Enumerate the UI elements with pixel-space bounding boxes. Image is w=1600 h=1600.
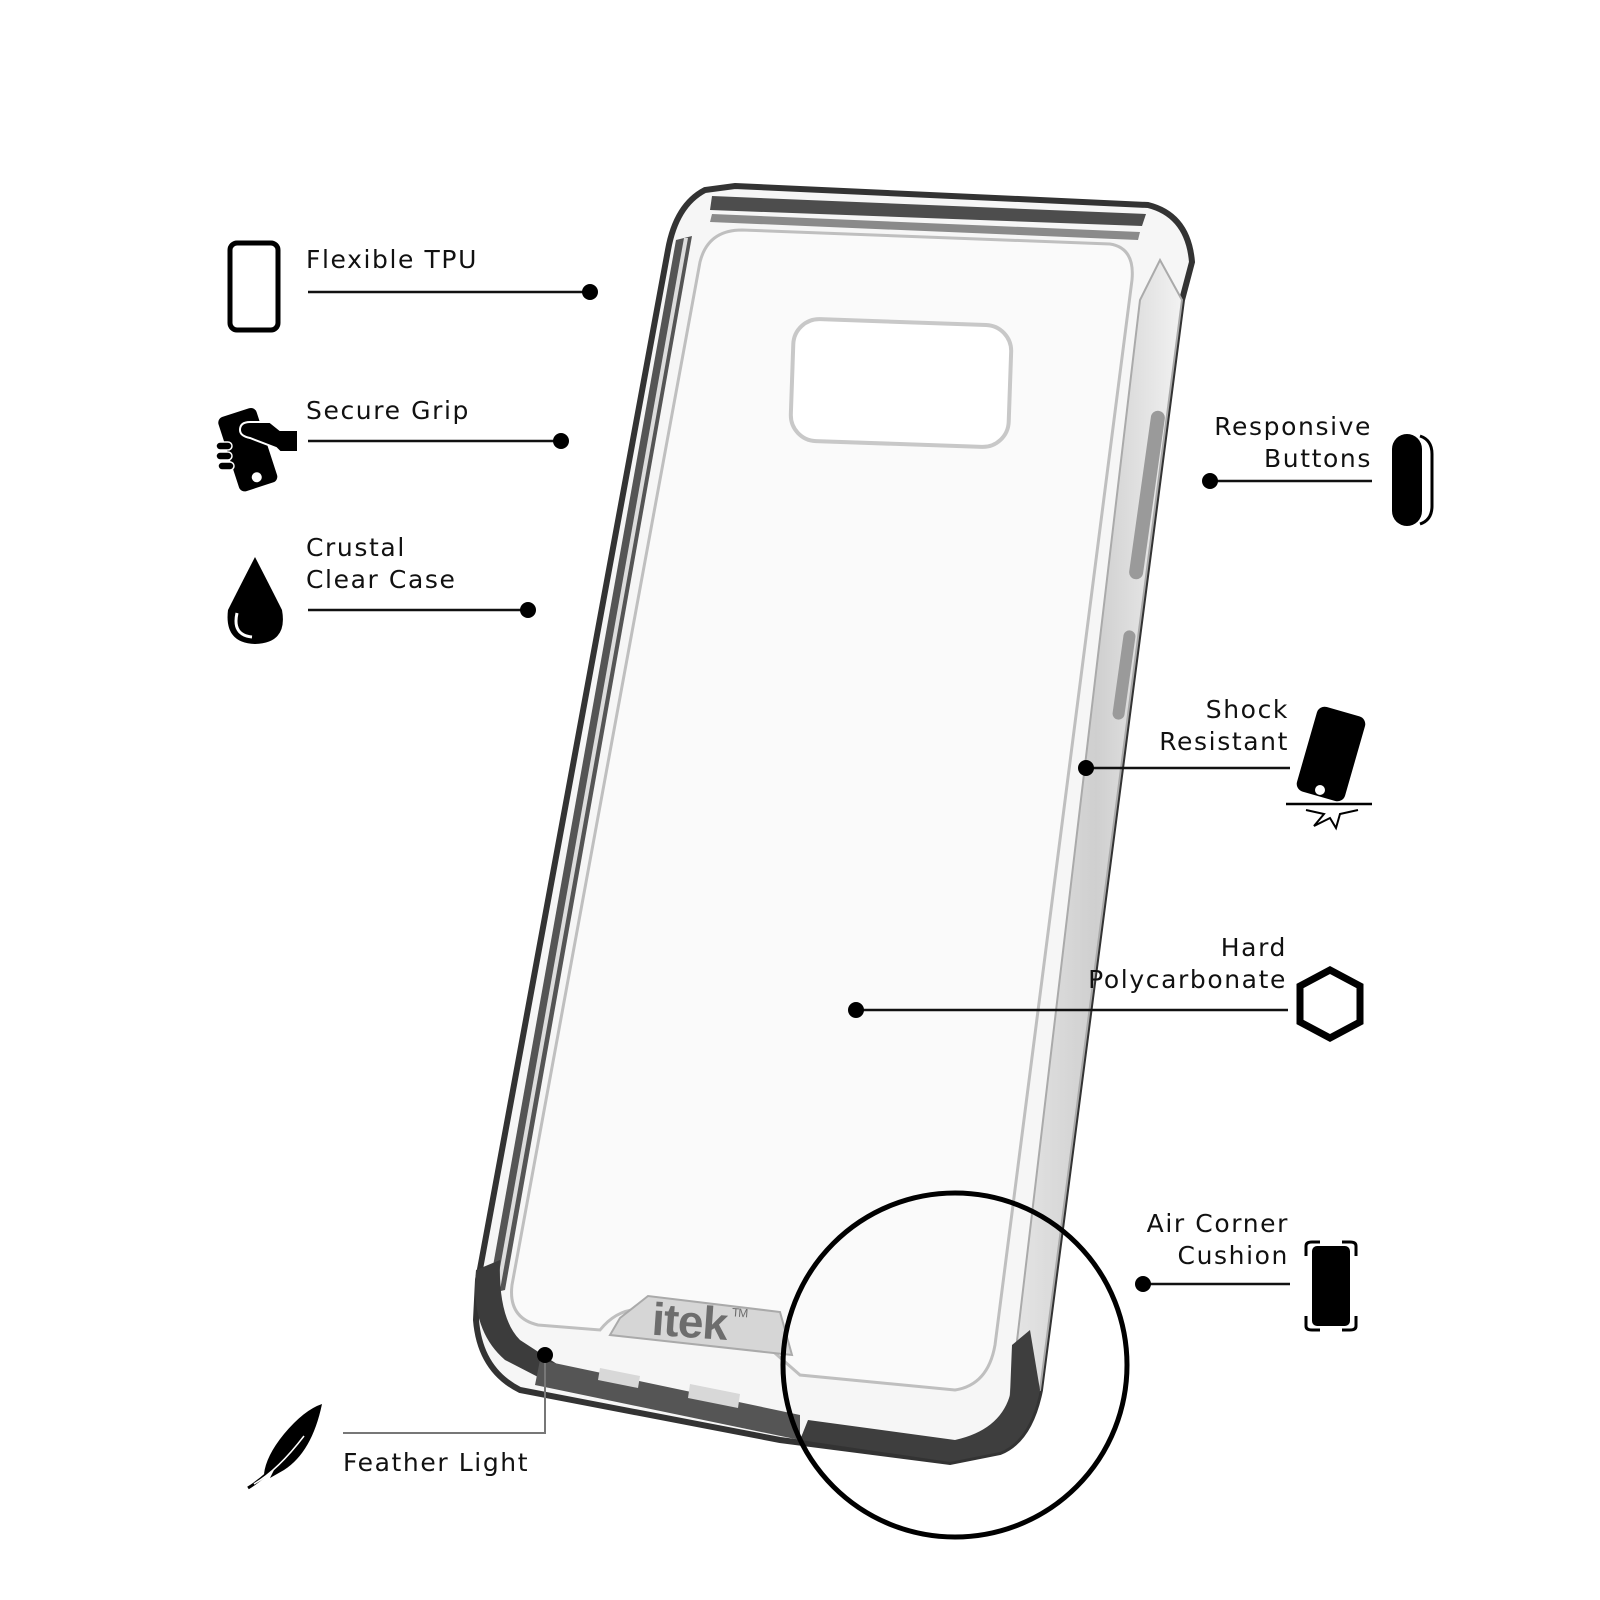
feature-label-line: Buttons [1264, 444, 1372, 473]
feature-label-line: Crustal [306, 533, 406, 562]
feature-label-line: Polycarbonate [1088, 965, 1287, 994]
feature-label: Hard Polycarbonate [1088, 932, 1287, 996]
feather-icon [247, 1404, 322, 1490]
hand-holding-phone-icon [215, 407, 299, 492]
hexagon-icon [1296, 966, 1364, 1042]
feature-label: Responsive Buttons [1214, 411, 1372, 475]
feature-label: Shock Resistant [1159, 694, 1289, 758]
dropped-phone-impact-icon [1286, 706, 1372, 831]
feature-label: Secure Grip [306, 395, 470, 427]
feature-label-line: Responsive [1214, 412, 1372, 441]
feature-label-line: Hard [1220, 933, 1287, 962]
feature-label: Crustal Clear Case [306, 532, 457, 596]
feature-label-line: Feather Light [343, 1448, 530, 1477]
feature-label-line: Cushion [1177, 1241, 1289, 1270]
feature-label: Air Corner Cushion [1147, 1208, 1289, 1272]
phone-outline-icon [227, 240, 281, 333]
feature-label-line: Resistant [1159, 727, 1289, 756]
feature-label-line: Flexible TPU [306, 245, 478, 274]
side-button-icon [1392, 434, 1434, 526]
feature-label-line: Clear Case [306, 565, 457, 594]
case-shell [472, 182, 1196, 1466]
water-drop-icon [227, 557, 283, 644]
phone-corner-brackets-icon [1304, 1240, 1358, 1332]
feature-label-line: Shock [1205, 695, 1289, 724]
feature-label-line: Air Corner [1146, 1209, 1289, 1238]
feature-label: Feather Light [343, 1447, 529, 1479]
brand-logo-text: itek [650, 1292, 730, 1350]
feature-label-line: Secure Grip [306, 396, 470, 425]
trademark-mark: TM [731, 1305, 748, 1321]
callout-lines [308, 284, 1372, 1434]
feature-label: Flexible TPU [306, 244, 478, 276]
corner-highlight-circle [780, 1190, 1130, 1540]
